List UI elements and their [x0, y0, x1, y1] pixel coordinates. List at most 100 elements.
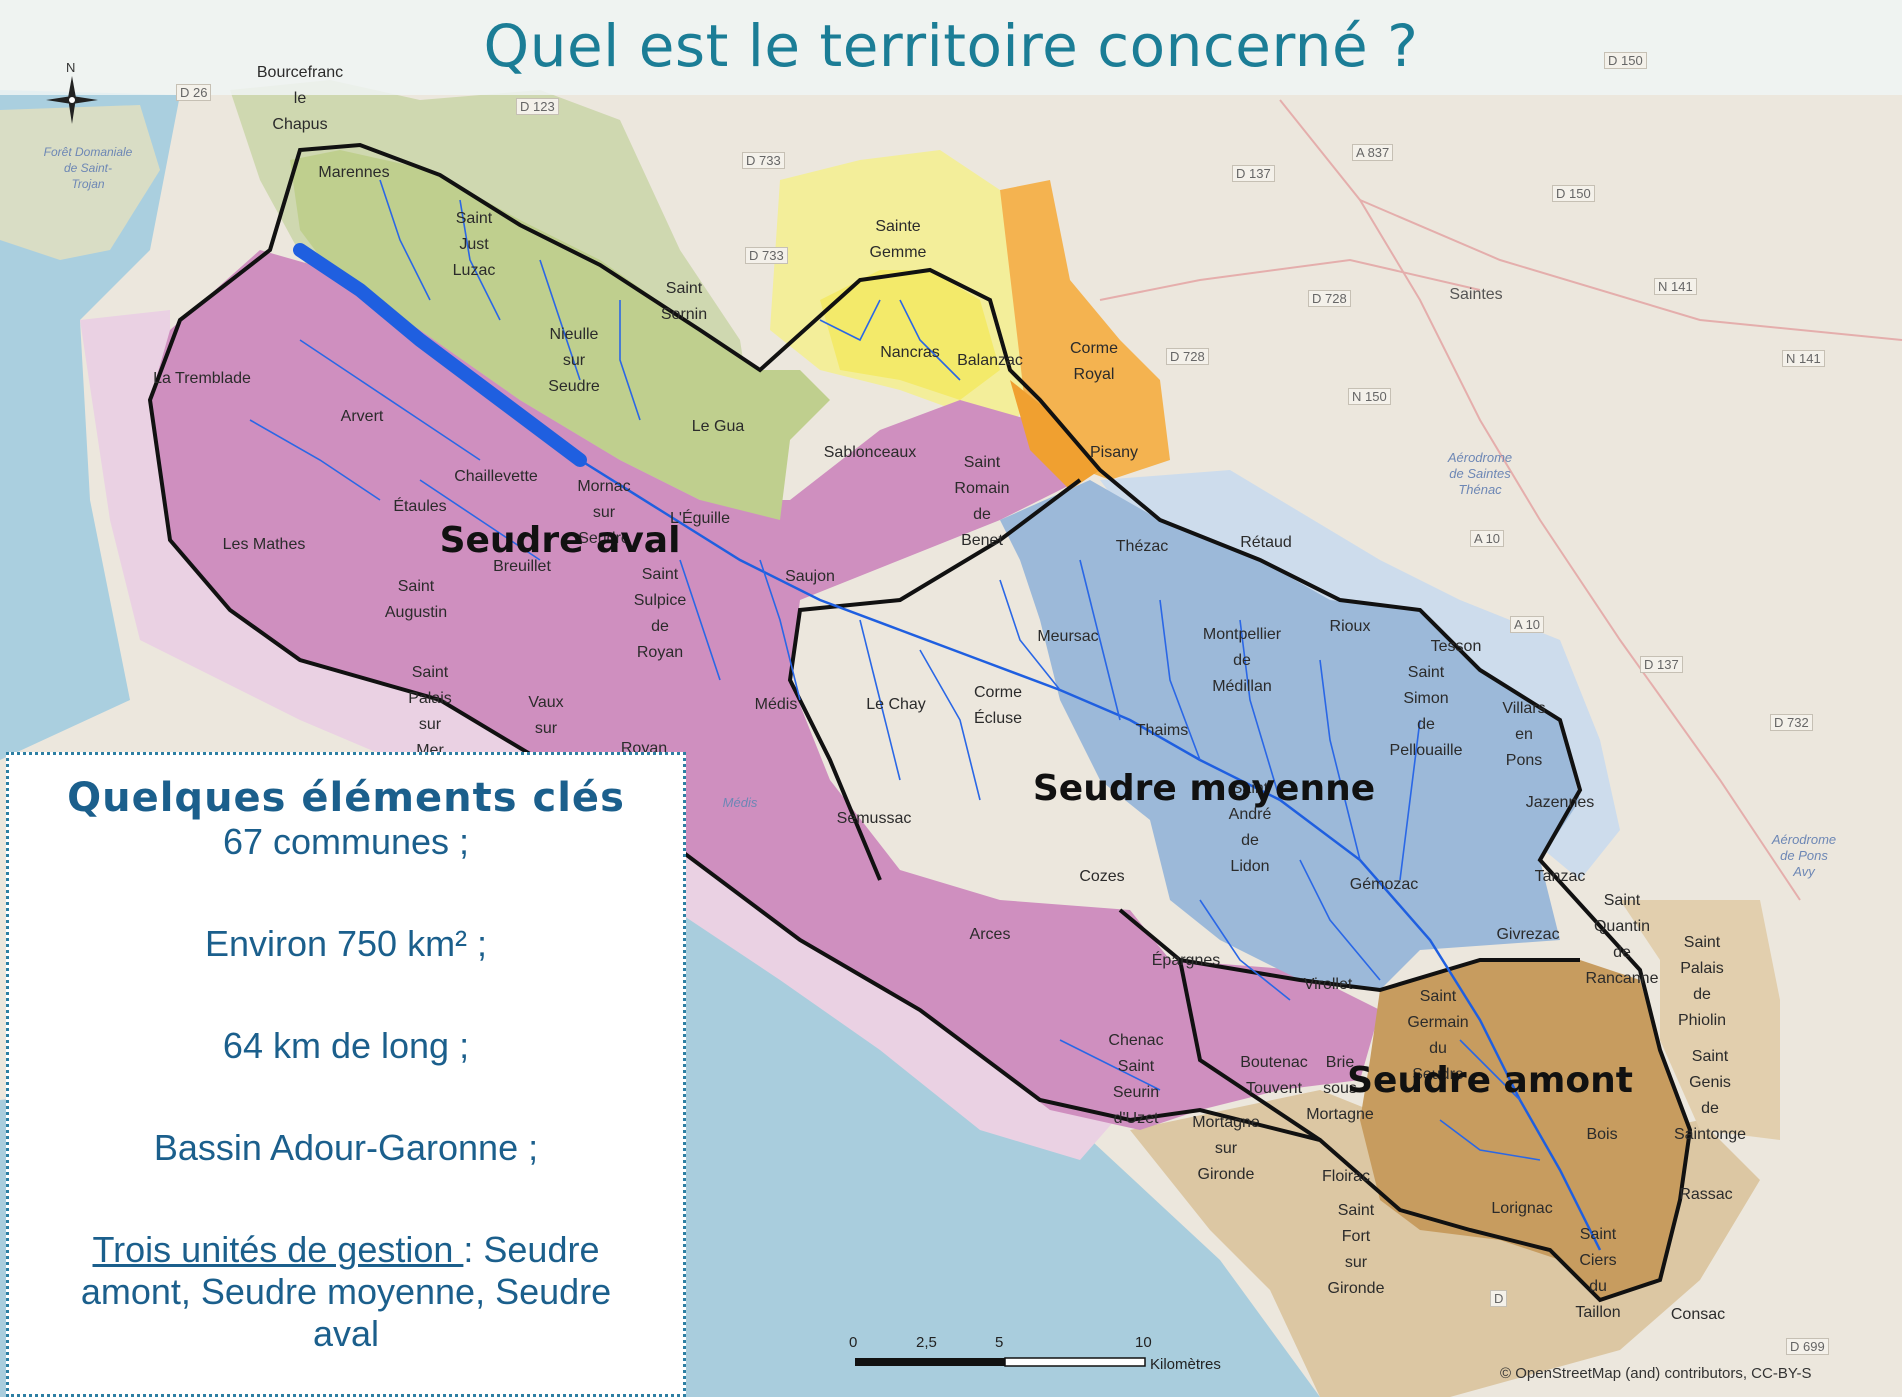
road-label: D 733 [745, 247, 788, 264]
road-label: D 137 [1232, 165, 1275, 182]
key-length: 64 km de long ; [222, 1025, 470, 1066]
road-network [1099, 99, 1902, 901]
key-communes: 67 communes ; [222, 821, 470, 862]
basin-boundary [147, 142, 1693, 1303]
title-bar [0, 0, 1902, 95]
key-elements-heading: Quelques éléments clés [67, 775, 625, 821]
road-label: A 837 [1352, 144, 1394, 161]
zone-orange [1010, 380, 1100, 490]
zone-yellow [820, 270, 1000, 400]
commune-label: Chaillevette [454, 468, 538, 485]
commune-label: Meursac [1037, 628, 1099, 645]
commune-label: Les Mathes [222, 536, 306, 553]
commune-label: Marennes [318, 164, 390, 181]
road-label: D 732 [1770, 714, 1813, 731]
road-label: N 141 [1654, 278, 1697, 295]
compass-north-label: N [66, 60, 76, 75]
east-area [1620, 900, 1780, 1140]
commune-label: Gémozac [1349, 876, 1419, 893]
commune-label: Pisany [1089, 444, 1139, 461]
commune-label: Arces [969, 926, 1011, 943]
commune-label: Nancras [880, 344, 940, 361]
commune-label: Bois [1586, 1126, 1618, 1143]
tributaries [249, 179, 1541, 1161]
oleron-island [0, 105, 160, 260]
boundary-aval-moyenne [787, 478, 1082, 881]
commune-label: Virollet [1303, 976, 1353, 993]
scale-tick-5: 5 [995, 1334, 1004, 1351]
key-elements-box: Quelques éléments clés 67 communes ; Env… [6, 752, 686, 1397]
road-label: D 123 [516, 98, 559, 115]
place-label-medis-bg: Médis [722, 795, 758, 810]
commune-label: Lorignac [1491, 1200, 1553, 1217]
key-units-text: : Seudre [463, 1229, 600, 1270]
commune-label: Balanzac [957, 352, 1023, 369]
boundary-moyenne-amont [1118, 908, 1580, 993]
unit-label-seudre-moyenne: Seudre moyenne [1032, 768, 1376, 809]
commune-label: Étaules [393, 498, 447, 515]
scale-tick-2-5: 2,5 [916, 1334, 937, 1351]
zone-seudre-amont [1360, 960, 1690, 1300]
commune-label: Médis [754, 696, 798, 713]
scale-unit: Kilomètres [1150, 1356, 1221, 1373]
commune-label: Rioux [1329, 618, 1371, 635]
commune-label: Givrezac [1496, 926, 1560, 943]
commune-label: Cozes [1079, 868, 1125, 885]
road-label: D 733 [742, 152, 785, 169]
commune-label: Tesson [1430, 638, 1482, 655]
boundary-amont-west [1178, 959, 1322, 1142]
commune-label: Saujon [785, 568, 835, 585]
road-label: D 728 [1166, 348, 1209, 365]
road-label: D 137 [1640, 656, 1683, 673]
key-units: Trois unités de gestion : Seudre [9, 1229, 683, 1271]
road-label: D 728 [1308, 290, 1351, 307]
key-units-line-2: amont, Seudre moyenne, Seudre [80, 1271, 612, 1312]
commune-label: L'Éguille [670, 510, 730, 527]
road-label: D 150 [1604, 52, 1647, 69]
road-label: A 10 [1510, 616, 1545, 633]
key-surface: Environ 750 km² ; [204, 923, 488, 964]
commune-label: Rassac [1679, 1186, 1733, 1203]
scale-tick-10: 10 [1135, 1334, 1152, 1351]
commune-label: Breuillet [493, 558, 551, 575]
unit-label-seudre-amont: Seudre amont [1347, 1060, 1633, 1101]
compass-rose-icon [46, 76, 98, 124]
place-label-saintes: Saintes [1449, 286, 1503, 303]
road-label: D [1490, 1290, 1508, 1307]
unit-label-seudre-aval: Seudre aval [439, 520, 681, 561]
commune-label: La Tremblade [153, 370, 251, 387]
commune-label: Semussac [836, 810, 912, 827]
atlantic-ocean [0, 90, 180, 760]
map-credit: © OpenStreetMap (and) contributors, CC-B… [1500, 1365, 1812, 1382]
road-label: A 10 [1470, 530, 1505, 547]
road-label: N 141 [1782, 350, 1825, 367]
zone-seudre-aval [150, 250, 1380, 1130]
commune-label: Floirac [1321, 1168, 1371, 1185]
seudre-river [579, 458, 1602, 1251]
key-basin: Bassin Adour-Garonne ; [153, 1127, 539, 1168]
commune-label: Rétaud [1240, 534, 1292, 551]
scale-bar [855, 1357, 1146, 1367]
